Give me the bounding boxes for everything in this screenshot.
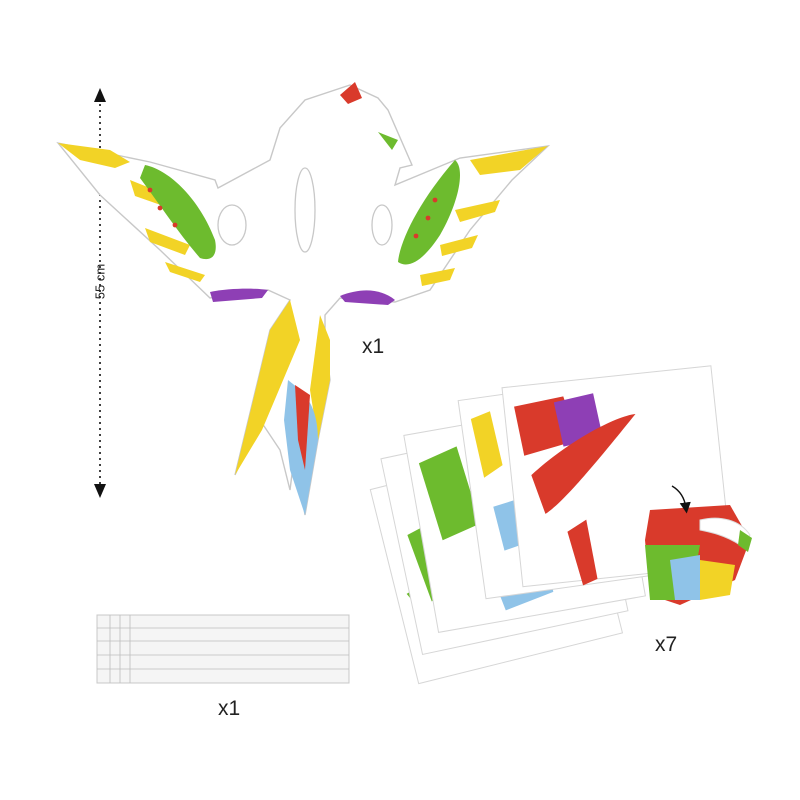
beak-red	[340, 82, 362, 104]
right-wing-yellow-feather	[470, 146, 548, 175]
parrot-model-preview	[645, 485, 752, 605]
tail-yellow-feather	[235, 300, 300, 475]
paper-sheets-quantity: x7	[655, 633, 678, 656]
height-label: 55 cm	[92, 263, 108, 300]
sticker-strip	[96, 614, 350, 684]
bird-cutout-sheet	[56, 82, 551, 516]
sticker-strip-quantity: x1	[218, 697, 241, 720]
left-wing-green-feather	[140, 165, 216, 260]
right-wing-green-feather	[398, 160, 460, 265]
bird-sheet-quantity: x1	[362, 335, 385, 358]
left-wing-yellow-feather	[58, 143, 130, 168]
paper-sheets-stack	[369, 365, 752, 685]
